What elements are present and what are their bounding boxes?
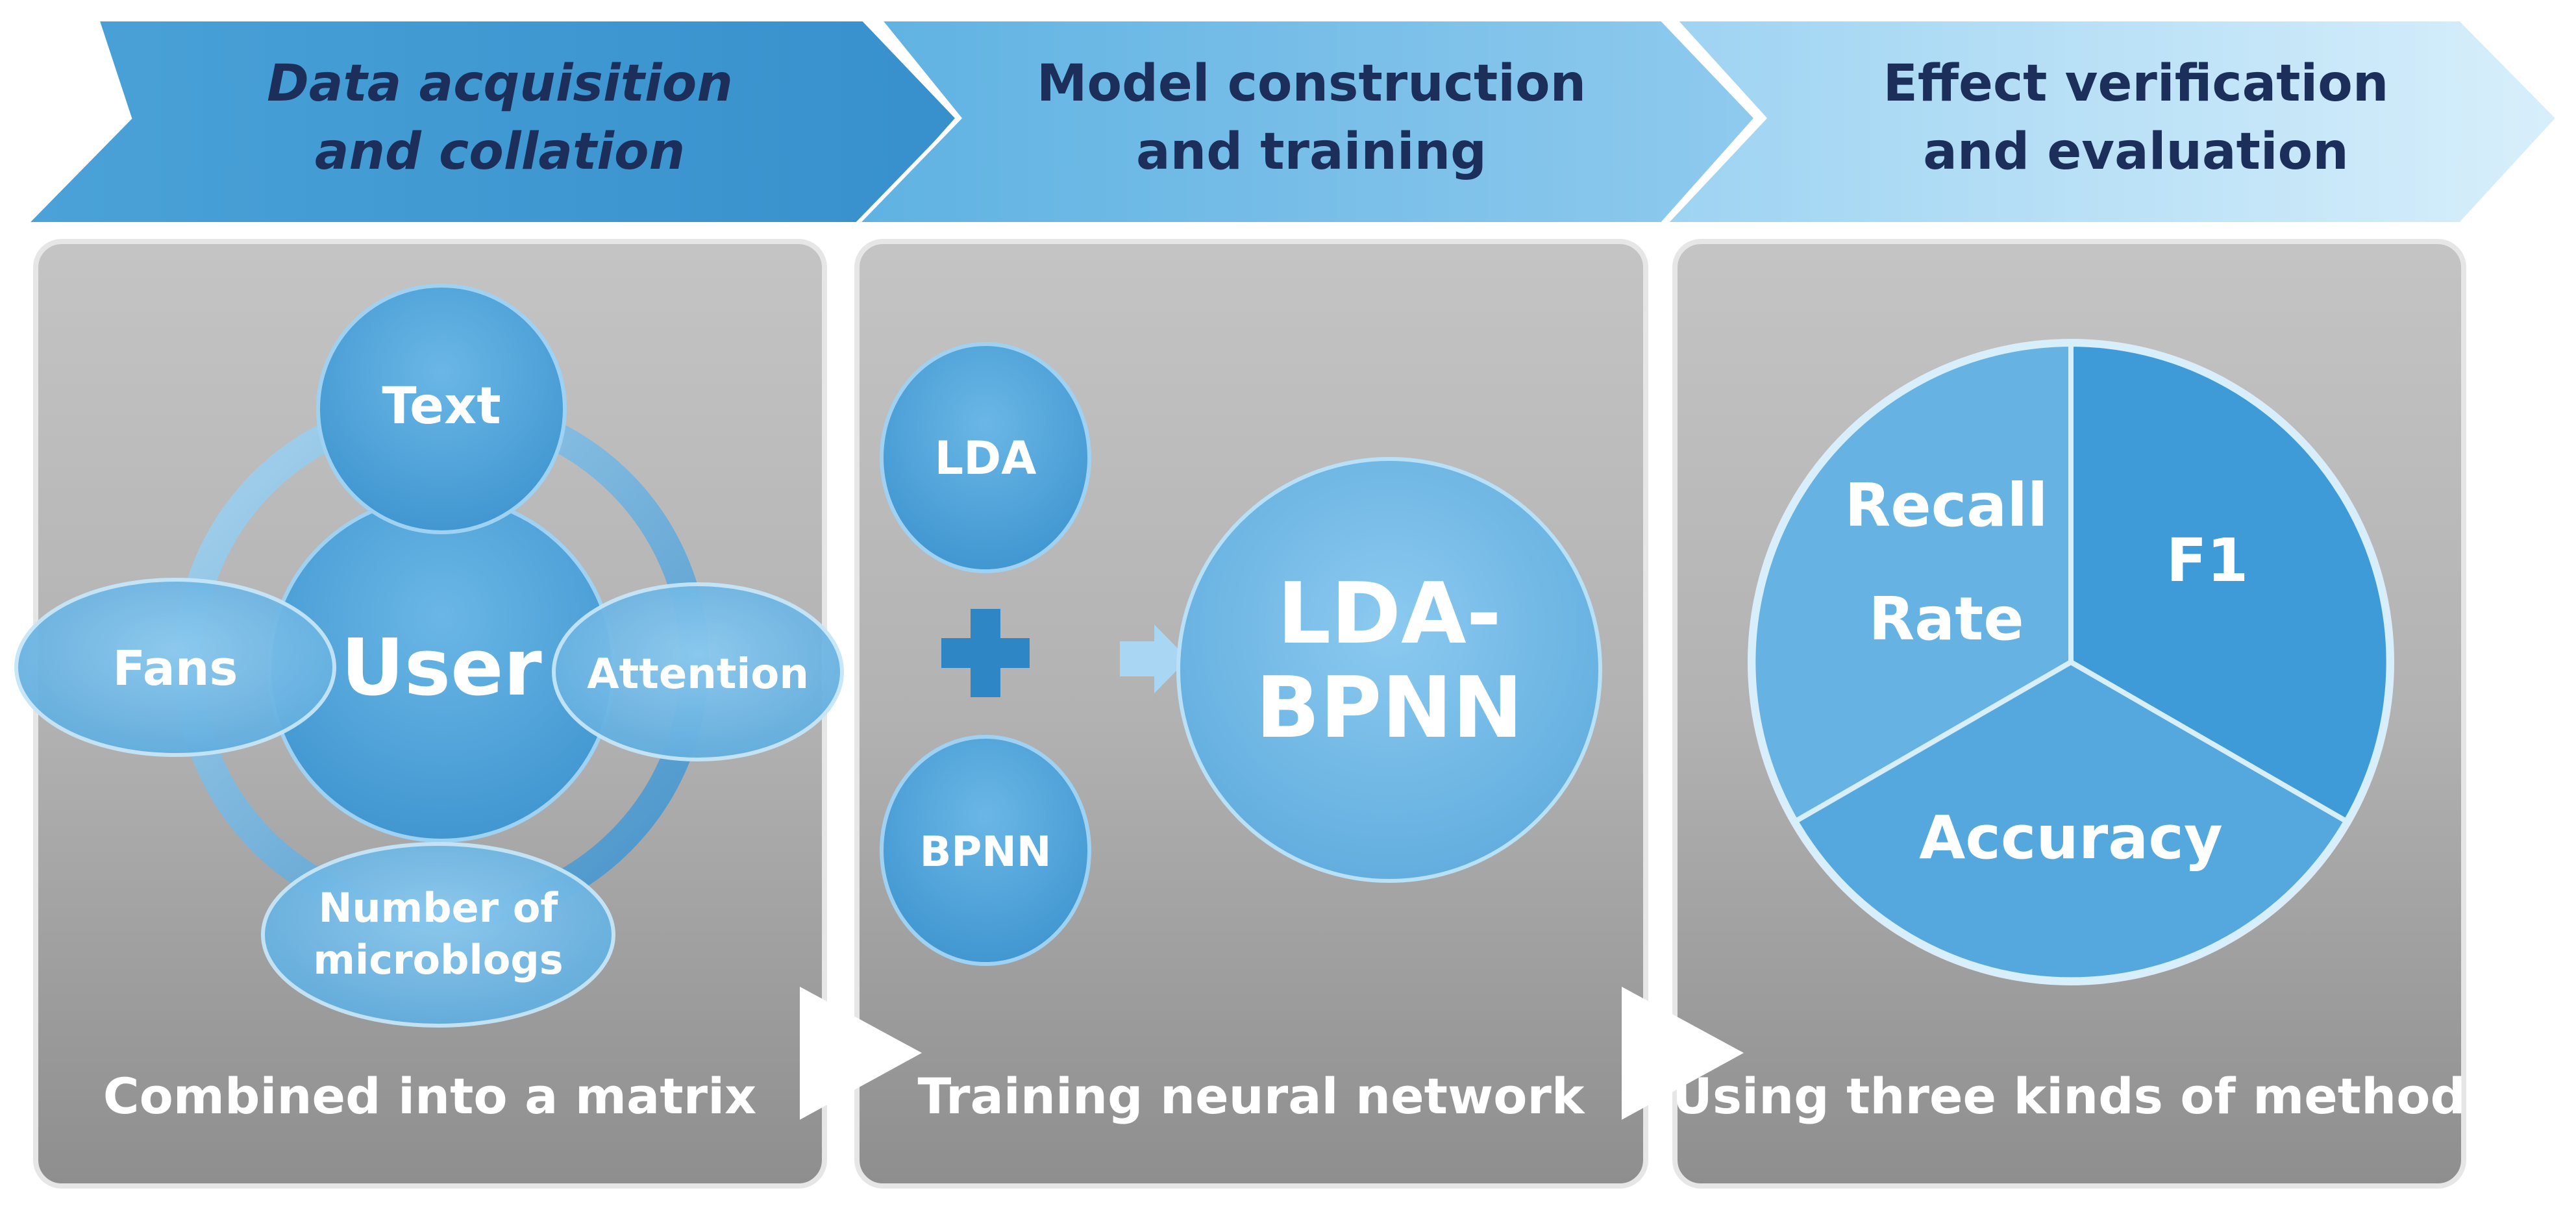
text-label: Text bbox=[382, 377, 501, 436]
user-label: User bbox=[341, 623, 541, 713]
stage-header-3-line1: Effect verification bbox=[1883, 55, 2389, 113]
accuracy-label: Accuracy bbox=[1919, 803, 2223, 872]
stage-header-2: Model construction and training bbox=[852, 18, 1759, 226]
pie-segment-accuracy bbox=[1792, 659, 2350, 983]
user-cycle: User Text Fans Attention Number of micro… bbox=[14, 284, 844, 1028]
stage-caption-2: Training neural network bbox=[918, 1067, 1585, 1125]
arrow-right-icon bbox=[1120, 624, 1188, 693]
recall-label-line2: Rate bbox=[1868, 584, 2024, 654]
stage-header-1-line1: Data acquisition bbox=[267, 55, 733, 113]
bpnn-node bbox=[880, 735, 1091, 966]
connector-arrow-2 bbox=[1622, 987, 1744, 1120]
plus-icon bbox=[941, 609, 1030, 697]
stage-header-3: Effect verification and evaluation bbox=[1661, 18, 2561, 226]
stage-header-2-line2: and training bbox=[1136, 123, 1487, 181]
stage-header-3-line2: and evaluation bbox=[1923, 123, 2349, 181]
evaluation-pie: Recall Rate F1 Accuracy bbox=[1748, 339, 2394, 985]
lda-bpnn-label-line1: LDA- bbox=[1277, 564, 1501, 663]
pie-segment-f1 bbox=[2068, 341, 2392, 825]
bpnn-label: BPNN bbox=[920, 828, 1052, 876]
lda-label: LDA bbox=[935, 432, 1037, 485]
pie-segment-recall bbox=[1750, 341, 2074, 825]
fans-label: Fans bbox=[113, 641, 238, 697]
microblogs-label-line2: microblogs bbox=[313, 936, 563, 983]
text-node bbox=[316, 284, 567, 534]
stage-caption-1: Combined into a matrix bbox=[103, 1067, 756, 1125]
lda-bpnn-label-line2: BPNN bbox=[1256, 658, 1523, 757]
connector-arrow-1 bbox=[800, 987, 922, 1120]
fans-node bbox=[14, 578, 336, 757]
microblogs-node bbox=[261, 842, 615, 1028]
stage-header-2-line1: Model construction bbox=[1037, 55, 1586, 113]
lda-bpnn-node bbox=[1176, 457, 1602, 883]
attention-label: Attention bbox=[587, 650, 809, 698]
stage-header-1: Data acquisition and collation bbox=[21, 18, 961, 226]
attention-node bbox=[552, 582, 844, 761]
f1-label: F1 bbox=[2166, 526, 2249, 595]
stage-header-1-line2: and collation bbox=[315, 123, 685, 181]
lda-node bbox=[880, 342, 1091, 573]
microblogs-label-line1: Number of bbox=[319, 884, 559, 932]
stage-caption-3: Using three kinds of method bbox=[1672, 1067, 2466, 1125]
model-construction: LDA BPNN LDA- BPNN bbox=[880, 342, 1602, 966]
recall-label-line1: Recall bbox=[1845, 471, 2048, 540]
